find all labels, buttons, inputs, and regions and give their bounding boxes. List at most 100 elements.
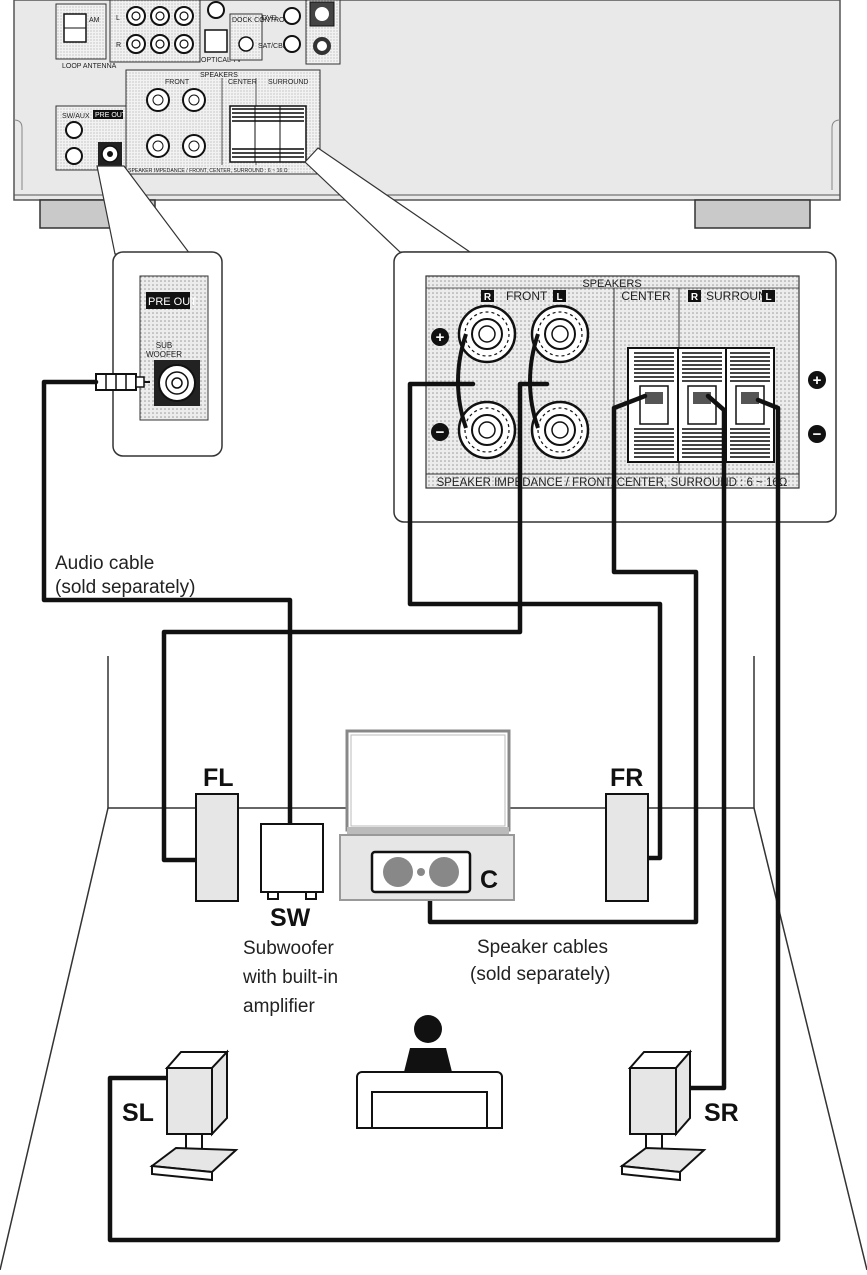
front-r-badge: R xyxy=(484,292,492,303)
sub-label-line1: SUB xyxy=(156,341,172,350)
plus-sign-icon xyxy=(431,328,449,346)
center-label: CENTER xyxy=(621,289,671,303)
spring-clip xyxy=(735,385,765,425)
am-antenna-terminal: AM LOOP ANTENNA xyxy=(55,3,117,70)
center-tweeter xyxy=(417,868,425,876)
surround-left-speaker xyxy=(149,1049,239,1182)
clip-ribs xyxy=(730,428,770,458)
subwoofer-caption-line2: with built-in xyxy=(242,967,338,988)
minus-sign-icon xyxy=(431,423,449,441)
optical-tv-label: OPTICAL TV xyxy=(201,57,242,64)
channel-l-label: L xyxy=(116,15,120,22)
clip-ribs xyxy=(730,352,770,382)
svg-text:−: − xyxy=(436,424,445,441)
center-woofer-right xyxy=(429,857,459,887)
rca-jack xyxy=(283,35,301,53)
surround-right-speaker xyxy=(619,1049,707,1182)
subwoofer-caption-line1: Subwoofer xyxy=(243,938,335,959)
listener-body xyxy=(404,1048,452,1072)
loop-antenna-label: LOOP ANTENNA xyxy=(62,63,117,70)
front-right-label: FR xyxy=(610,764,643,792)
speakers-header: SPEAKERS xyxy=(582,278,641,290)
front-jumper-wire xyxy=(456,333,468,429)
spring-clip xyxy=(687,385,717,425)
dock-control-label: DOCK CONTROL xyxy=(232,17,289,24)
top-rca-jacks: L R OPTICAL TV DOCK CONTROL DVD SAT/CBL xyxy=(109,0,341,65)
clip-ribs xyxy=(634,352,674,382)
spring-clip xyxy=(639,385,669,425)
front-left-speaker xyxy=(195,793,239,902)
surround-label: SURROUND xyxy=(706,289,776,303)
rca-jack xyxy=(283,7,301,25)
speaker-cables-caption-line2: (sold separately) xyxy=(470,964,610,985)
surround-left-cable xyxy=(107,397,781,1243)
receiver-rear-panel: AM LOOP ANTENNA L R OPTICAL TV DOCK CONT… xyxy=(13,0,841,255)
front-left-cable-a xyxy=(407,381,663,861)
surround-right-label: SR xyxy=(704,1099,739,1127)
dock-jack xyxy=(238,36,254,52)
plus-sign-icon xyxy=(808,371,826,389)
audio-cable-caption-line1: Audio cable xyxy=(55,553,154,574)
front-left-cable-b xyxy=(161,381,550,863)
listener-on-sofa xyxy=(356,1015,503,1129)
center-woofer-left xyxy=(383,857,413,887)
small-sw-aux-label: SW/AUX xyxy=(62,113,90,120)
pre-out-label: PRE OUT xyxy=(148,296,197,308)
optical-jack xyxy=(204,29,228,53)
small-front-label: FRONT xyxy=(165,79,190,86)
surround-l-badge: L xyxy=(765,292,771,303)
tv-set xyxy=(339,729,515,901)
rca-jack xyxy=(65,121,83,139)
front-left-label: FL xyxy=(203,764,234,792)
subwoofer-caption-line3: amplifier xyxy=(243,996,315,1017)
small-speaker-terminals: SPEAKERS FRONT CENTER SURROUND SPEAKER I… xyxy=(125,69,321,175)
channel-r-label: R xyxy=(116,42,121,49)
audio-cable xyxy=(41,379,293,828)
audio-cable-caption-line2: (sold separately) xyxy=(55,577,195,598)
small-impedance-text: SPEAKER IMPEDANCE / FRONT, CENTER, SURRO… xyxy=(128,168,288,174)
front-l-badge: L xyxy=(556,292,562,303)
sub-label-line2: WOOFER xyxy=(146,350,182,359)
subwoofer-box xyxy=(260,823,324,893)
sofa-seat xyxy=(371,1091,488,1129)
small-pre-out-label: PRE OUT xyxy=(95,112,127,119)
surround-r-badge: R xyxy=(691,292,699,303)
rca-plug xyxy=(95,373,150,391)
room-left-edge xyxy=(0,807,109,1271)
subwoofer xyxy=(260,823,324,900)
small-speakers-header: SPEAKERS xyxy=(200,72,238,79)
small-surround-label: SURROUND xyxy=(268,79,308,86)
listener-head xyxy=(414,1015,442,1043)
center-cable xyxy=(427,393,699,925)
receiver-foot-right xyxy=(694,199,811,229)
front-binding-posts xyxy=(457,304,590,460)
front-label: FRONT xyxy=(506,289,548,303)
svg-text:−: − xyxy=(813,426,822,443)
clip-ribs xyxy=(682,352,722,382)
cables xyxy=(41,333,781,1243)
speaker-cables-caption-line1: Speaker cables xyxy=(477,937,608,958)
small-preout-panel: SW/AUX PRE OUT xyxy=(55,105,127,171)
surround-left-label: SL xyxy=(122,1099,154,1127)
sat-cbl-label: SAT/CBL xyxy=(258,43,287,50)
svg-text:+: + xyxy=(813,372,822,389)
clip-ribs xyxy=(634,428,674,458)
subwoofer-label: SW xyxy=(270,904,311,932)
room-right-edge xyxy=(753,807,867,1271)
dvd-label: DVD xyxy=(262,15,277,22)
tv-stand xyxy=(347,827,509,835)
front-jumper-wire xyxy=(528,333,540,429)
spring-clip-terminals xyxy=(627,347,775,463)
surround-right-cable xyxy=(687,393,727,1091)
minus-sign-icon xyxy=(808,425,826,443)
clip-ribs xyxy=(682,428,722,458)
receiver-side-curve-right xyxy=(831,119,841,190)
center-speaker-label: C xyxy=(480,866,498,894)
front-right-speaker xyxy=(605,793,649,902)
zoomed-preout-panel: PRE OUT SUB WOOFER xyxy=(95,251,223,457)
svg-text:+: + xyxy=(436,329,445,346)
receiver-side-curve-left xyxy=(13,119,23,190)
small-center-label: CENTER xyxy=(228,79,257,86)
